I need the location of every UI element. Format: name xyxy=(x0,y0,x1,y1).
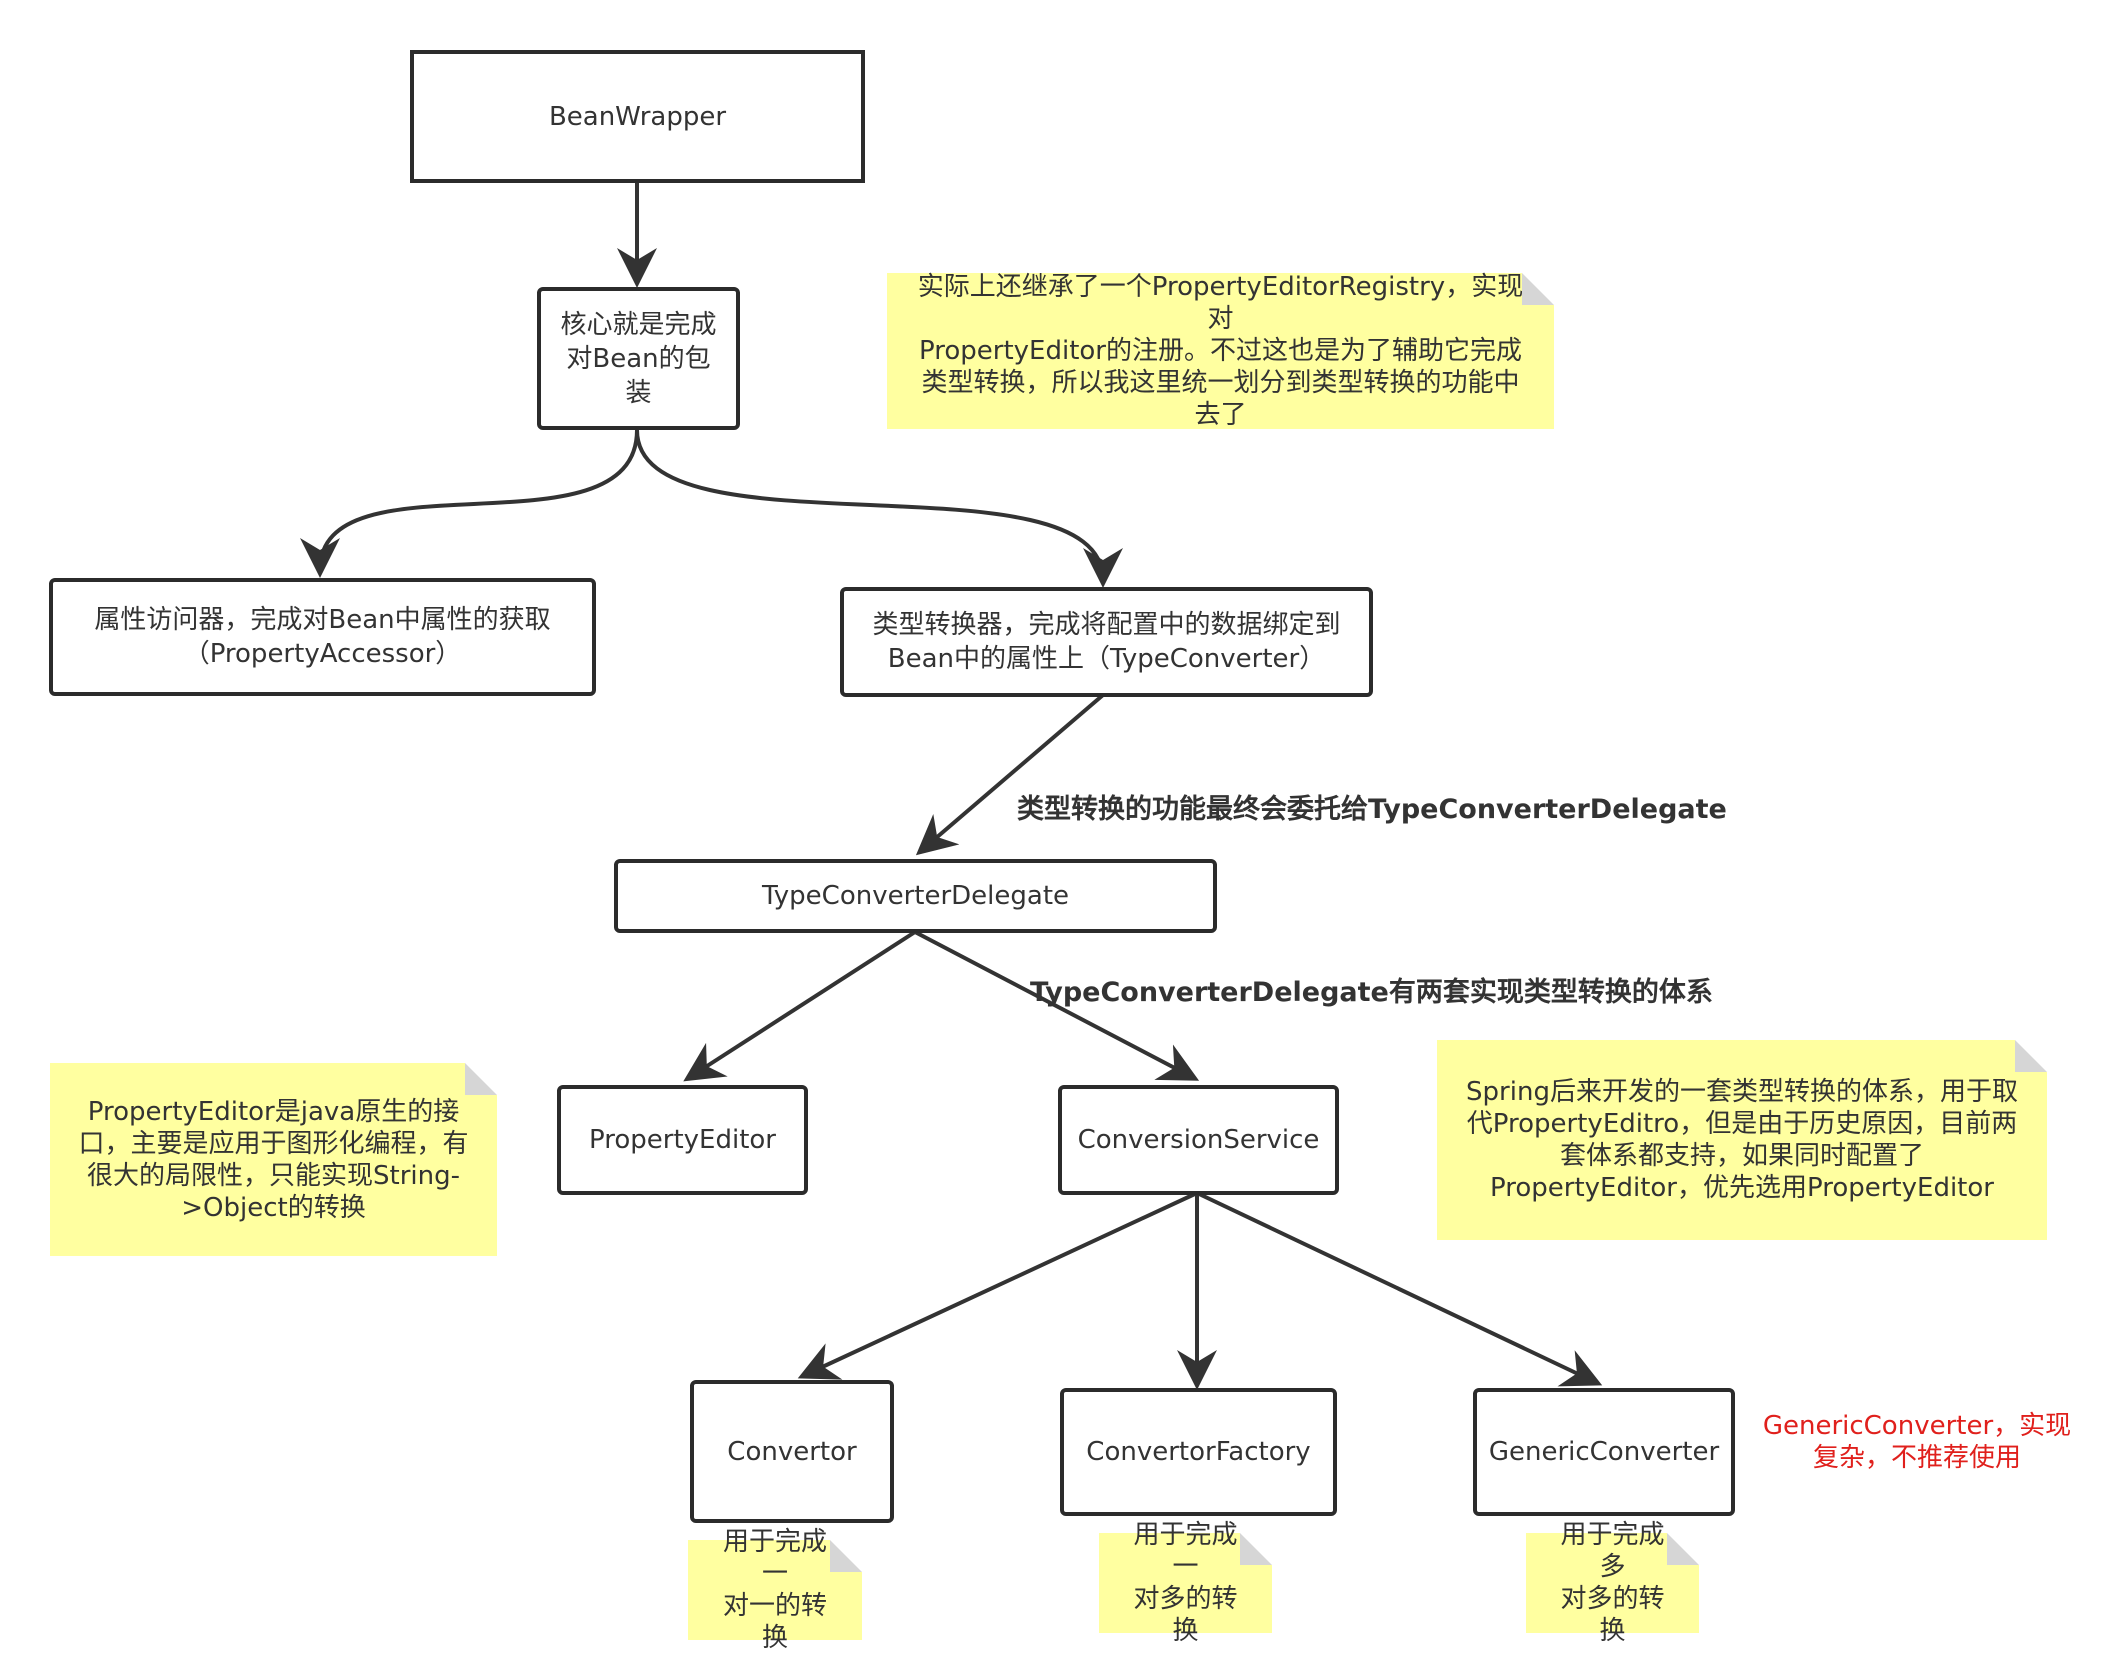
convertor-label: Convertor xyxy=(727,1436,857,1467)
edge-delegate-to-conversion-service xyxy=(914,930,1200,1081)
edge-core-to-converter xyxy=(635,429,1123,588)
note-fold-corner xyxy=(830,1540,862,1572)
edge-service-to-convertor xyxy=(797,1191,1198,1380)
generic-converter-warning: GenericConverter，实现 复杂，不推荐使用 xyxy=(1762,1411,2072,1473)
convertor-factory-node[interactable]: ConvertorFactory xyxy=(1060,1388,1337,1516)
bean-wrapper-node[interactable]: BeanWrapper xyxy=(410,50,865,183)
edge-service-to-generic xyxy=(1196,1191,1603,1387)
type-converter-delegate-node[interactable]: TypeConverterDelegate xyxy=(614,859,1217,933)
two-systems-edge-label: TypeConverterDelegate有两套实现类型转换的体系 xyxy=(1030,977,1713,1008)
type-converter-node[interactable]: 类型转换器，完成将配置中的数据绑定到 Bean中的属性上（TypeConvert… xyxy=(840,587,1373,697)
one-to-one-note: 用于完成一 对一的转换 xyxy=(688,1527,862,1653)
note-fold-corner xyxy=(465,1063,497,1095)
registry-note-text: 实际上还继承了一个PropertyEditorRegistry，实现对 Prop… xyxy=(917,272,1524,430)
edge-converter-to-delegate xyxy=(915,693,1105,856)
note-fold-corner xyxy=(1667,1533,1699,1565)
many-to-many-note-text: 用于完成多 对多的转换 xyxy=(1560,1520,1665,1646)
property-editor-note: PropertyEditor是java原生的接 口，主要是应用于图形化编程，有 … xyxy=(50,1063,497,1256)
property-accessor-node[interactable]: 属性访问器，完成对Bean中属性的获取 （PropertyAccessor） xyxy=(49,578,596,696)
one-to-many-note: 用于完成一 对多的转换 xyxy=(1099,1520,1272,1646)
note-fold-corner xyxy=(1522,273,1554,305)
property-accessor-label: 属性访问器，完成对Bean中属性的获取 （PropertyAccessor） xyxy=(94,605,551,669)
generic-converter-node[interactable]: GenericConverter xyxy=(1473,1388,1735,1516)
conversion-service-label: ConversionService xyxy=(1077,1125,1320,1155)
type-converter-delegate-label: TypeConverterDelegate xyxy=(761,881,1070,911)
edge-delegate-to-property-editor xyxy=(683,930,917,1082)
convertor-node[interactable]: Convertor xyxy=(690,1380,894,1523)
registry-note: 实际上还继承了一个PropertyEditorRegistry，实现对 Prop… xyxy=(887,272,1554,430)
property-editor-note-text: PropertyEditor是java原生的接 口，主要是应用于图形化编程，有 … xyxy=(78,1096,469,1223)
property-editor-label: PropertyEditor xyxy=(589,1125,776,1155)
core-wrap-node[interactable]: 核心就是完成 对Bean的包 装 xyxy=(537,287,740,430)
note-fold-corner xyxy=(2015,1040,2047,1072)
one-to-one-note-text: 用于完成一 对一的转换 xyxy=(722,1527,827,1653)
generic-converter-label: GenericConverter xyxy=(1488,1437,1720,1467)
note-fold-corner xyxy=(1240,1533,1272,1565)
conversion-service-note: Spring后来开发的一套类型转换的体系，用于取 代PropertyEditro… xyxy=(1437,1040,2047,1240)
conversion-service-node[interactable]: ConversionService xyxy=(1058,1085,1339,1195)
edge-core-to-accessor xyxy=(300,429,639,578)
type-converter-label: 类型转换器，完成将配置中的数据绑定到 Bean中的属性上（TypeConvert… xyxy=(872,610,1341,674)
delegate-edge-label: 类型转换的功能最终会委托给TypeConverterDelegate xyxy=(1017,794,1727,825)
bean-wrapper-label: BeanWrapper xyxy=(548,101,727,132)
many-to-many-note: 用于完成多 对多的转换 xyxy=(1526,1520,1699,1646)
conversion-service-note-text: Spring后来开发的一套类型转换的体系，用于取 代PropertyEditro… xyxy=(1466,1077,2018,1203)
convertor-factory-label: ConvertorFactory xyxy=(1086,1437,1311,1467)
core-wrap-label: 核心就是完成 对Bean的包 装 xyxy=(560,309,717,408)
property-editor-node[interactable]: PropertyEditor xyxy=(557,1085,808,1195)
one-to-many-note-text: 用于完成一 对多的转换 xyxy=(1133,1520,1238,1646)
